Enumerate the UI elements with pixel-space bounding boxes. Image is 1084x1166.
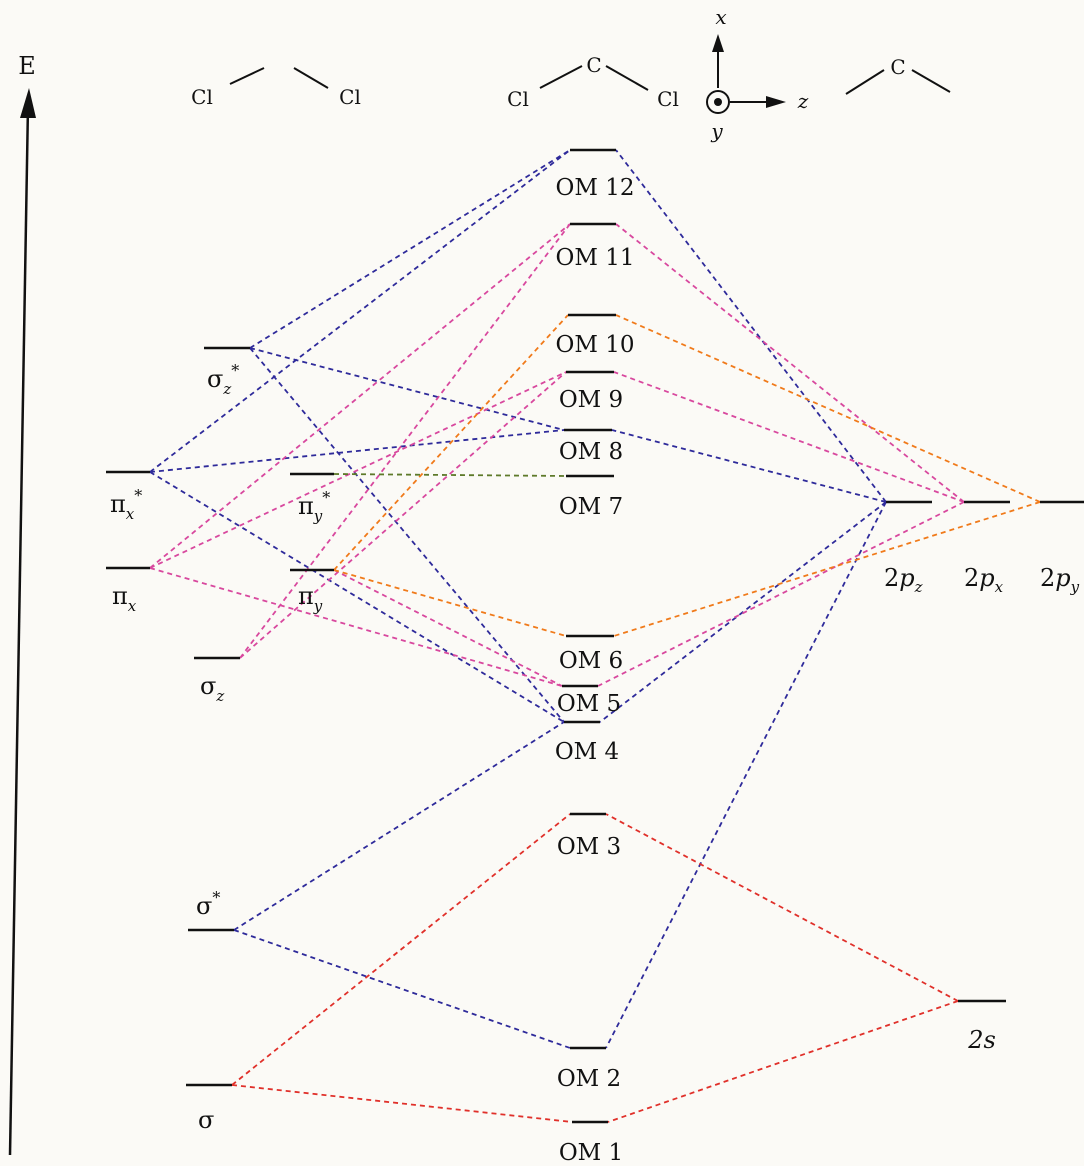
- coordinate-axes: x y z: [706, 5, 809, 143]
- om-10-label: OM 10: [556, 332, 635, 358]
- y-axis-dot: [714, 98, 722, 106]
- cl2-bond-right: [293, 67, 329, 89]
- om-11-label: OM 11: [556, 245, 635, 271]
- y-axis-label: y: [710, 119, 723, 143]
- om-8-label: OM 8: [559, 439, 623, 465]
- correlation-line-magenta: [597, 501, 965, 687]
- x-axis-label: x: [715, 5, 726, 29]
- cl2-fragment: Cl Cl: [191, 67, 361, 109]
- om-3-label: OM 3: [557, 834, 621, 860]
- pi-x-star-label: πx*: [110, 486, 142, 523]
- correlation-line-red: [605, 813, 959, 1002]
- sigma-label: σ: [198, 1106, 214, 1134]
- correlation-line-blue: [605, 501, 887, 1049]
- correlation-line-blue: [249, 149, 571, 349]
- cl2-orbital-levels: [106, 346, 334, 1087]
- correlation-line-blue: [249, 347, 565, 431]
- ccl2-molecule: C Cl Cl: [507, 53, 679, 111]
- om-2-label: OM 2: [557, 1066, 621, 1092]
- correlation-line-orange: [615, 314, 1041, 503]
- correlation-line-magenta: [239, 223, 571, 659]
- om-1-label: OM 1: [559, 1140, 623, 1166]
- correlation-line-magenta: [149, 567, 563, 687]
- om-12-label: OM 12: [556, 175, 635, 201]
- ccl2-carbon-atom: C: [586, 53, 601, 77]
- correlation-line-blue: [249, 347, 565, 723]
- y-axis-symbol: [706, 90, 730, 114]
- om-5-label: OM 5: [557, 691, 621, 717]
- carbon-orbital-labels: 2pz 2px 2py 2s: [884, 564, 1080, 1054]
- molecular-orbital-labels: OM 1 OM 2 OM 3 OM 4 OM 5 OM 6 OM 7 OM 8 …: [555, 175, 635, 1166]
- carbon-bond-right: [911, 69, 951, 93]
- cl2-right-atom: Cl: [339, 85, 361, 109]
- correlation-line-orange: [333, 569, 567, 637]
- carbon-orbital-levels: [886, 500, 1084, 1003]
- correlation-line-magenta: [615, 223, 965, 503]
- 2pz-label: 2pz: [884, 564, 923, 596]
- 2py-label: 2py: [1040, 564, 1080, 596]
- ccl2-left-atom: Cl: [507, 87, 529, 111]
- ccl2-right-atom: Cl: [657, 87, 679, 111]
- energy-axis-arrowhead: [20, 88, 36, 118]
- correlation-line-magenta: [149, 223, 571, 569]
- om-4-label: OM 4: [555, 739, 619, 765]
- correlation-line-red: [231, 1084, 573, 1123]
- cl2-bond-left: [229, 67, 265, 85]
- cl2-orbital-labels: σz* πx* πy* πx πy σz σ* σ: [110, 361, 330, 1134]
- carbon-fragment: C: [845, 55, 951, 95]
- correlation-line-orange: [613, 501, 1041, 637]
- correlation-line-magenta: [333, 569, 563, 687]
- correlation-line-olive: [333, 473, 567, 477]
- correlation-line-red: [231, 813, 571, 1086]
- energy-axis-line: [8, 104, 30, 1156]
- z-axis-arrowhead: [766, 96, 786, 108]
- carbon-atom: C: [890, 55, 905, 79]
- correlation-line-red: [607, 1000, 959, 1123]
- correlation-line-magenta: [239, 371, 567, 659]
- sigma-star-label: σ*: [196, 888, 220, 920]
- ccl2-bond-left: [539, 65, 583, 89]
- correlation-line-blue: [599, 501, 887, 723]
- z-axis-label: z: [797, 89, 809, 113]
- correlation-line-blue: [149, 149, 571, 473]
- molecular-orbital-levels: [562, 148, 616, 1124]
- correlation-line-orange: [333, 314, 569, 571]
- pi-x-label: πx: [112, 582, 137, 615]
- 2px-label: 2px: [964, 564, 1004, 596]
- carbon-bond-left: [845, 69, 885, 95]
- ccl2-bond-right: [605, 65, 649, 91]
- energy-axis-label: E: [18, 52, 36, 80]
- sigma-z-label: σz: [200, 672, 224, 705]
- 2s-label: 2s: [967, 1026, 996, 1054]
- correlation-line-blue: [615, 149, 887, 503]
- pi-y-star-label: πy*: [298, 488, 330, 525]
- correlation-line-magenta: [149, 371, 567, 569]
- pi-y-label: πy: [298, 582, 323, 615]
- correlation-line-blue: [611, 429, 887, 503]
- x-axis-arrowhead: [712, 34, 724, 52]
- om-6-label: OM 6: [559, 648, 623, 674]
- energy-axis: E: [8, 52, 36, 1156]
- cl2-left-atom: Cl: [191, 85, 213, 109]
- correlation-lines: [149, 149, 1041, 1123]
- correlation-line-blue: [149, 429, 565, 473]
- sigma-z-star-label: σz*: [207, 361, 239, 398]
- correlation-line-blue: [233, 721, 565, 931]
- om-7-label: OM 7: [559, 494, 623, 520]
- om-9-label: OM 9: [559, 387, 623, 413]
